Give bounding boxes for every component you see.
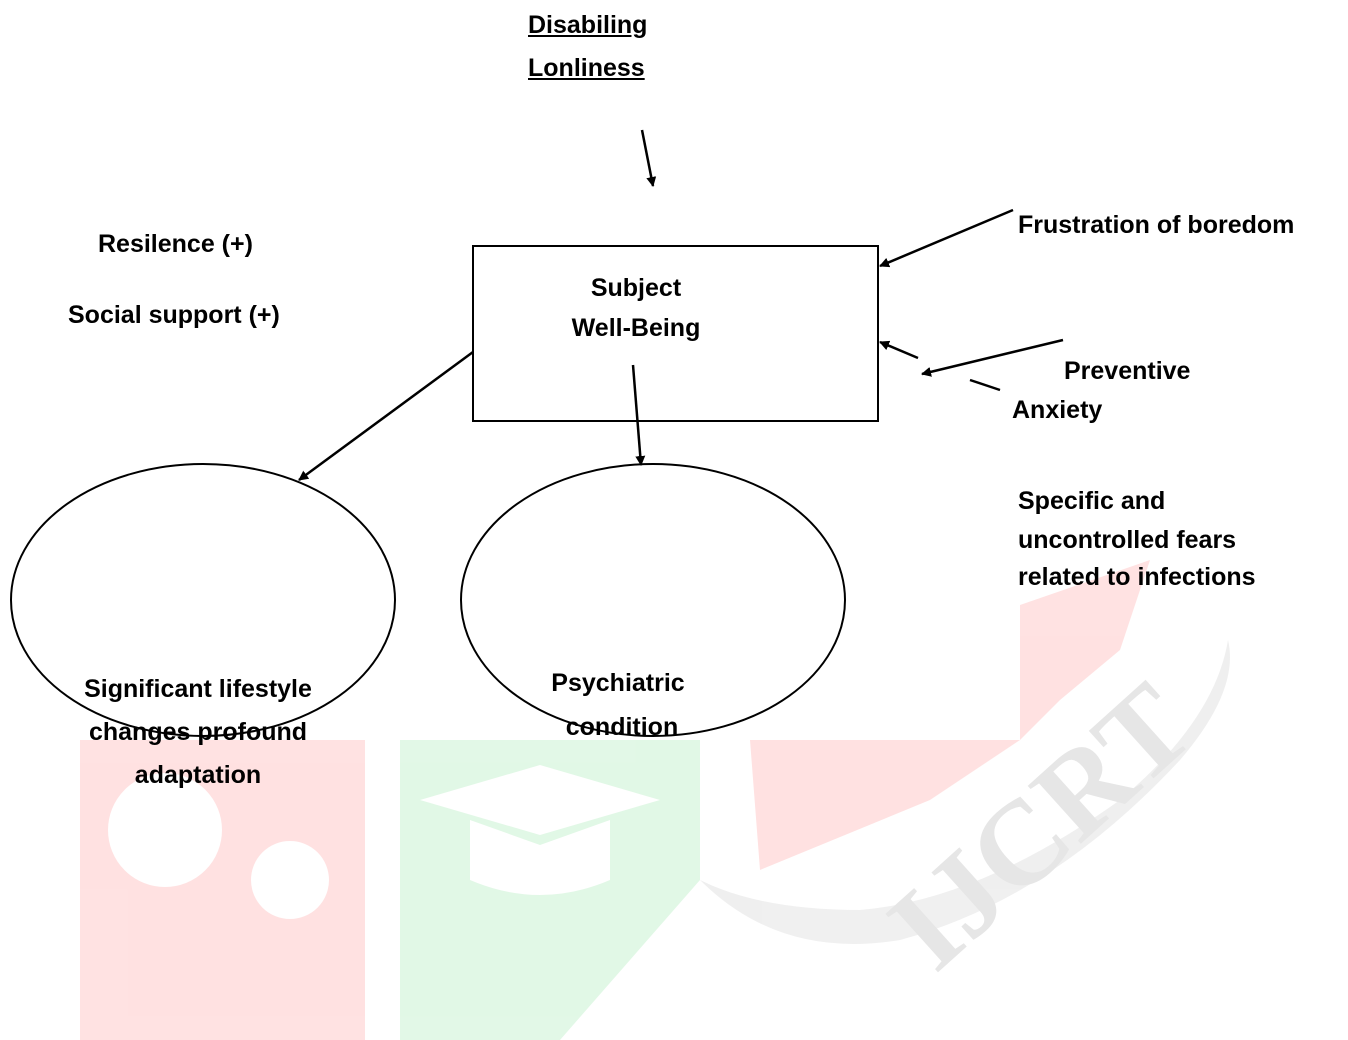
label-fears-line-2: uncontrolled fears bbox=[1018, 526, 1237, 554]
ellipse-left-line-3: adaptation bbox=[134, 761, 262, 789]
watermark-red-panel bbox=[80, 740, 365, 1040]
arrow-box-to-psychiatric bbox=[631, 364, 646, 466]
label-loneliness: Lonliness bbox=[528, 54, 645, 82]
label-fears-line-1: Specific and bbox=[1018, 487, 1166, 515]
label-preventive: Preventive bbox=[1064, 357, 1191, 385]
ellipse-lifestyle-changes bbox=[10, 463, 396, 737]
label-disabling: Disabiling bbox=[528, 11, 648, 39]
ellipse-right-line-1: Psychiatric bbox=[551, 669, 685, 697]
watermark-green-panel bbox=[400, 740, 700, 1040]
label-resilience: Resilence (+) bbox=[98, 230, 253, 258]
arrow-loneliness-to-box bbox=[640, 129, 657, 187]
watermark-red-shield bbox=[750, 560, 1150, 870]
box-label-subject: Subject bbox=[590, 274, 682, 302]
watermark-swoosh bbox=[700, 640, 1230, 944]
ellipse-right-line-2: condition bbox=[565, 713, 679, 741]
gear-icon bbox=[108, 773, 222, 887]
label-anxiety: Anxiety bbox=[1012, 396, 1103, 424]
arrow-anxiety-dashed bbox=[879, 340, 919, 360]
label-fears-line-3: related to infections bbox=[1018, 563, 1256, 591]
label-frustration-of-boredom: Frustration of boredom bbox=[1018, 211, 1295, 239]
box-label-well-being: Well-Being bbox=[571, 314, 701, 342]
ellipse-left-line-1: Significant lifestyle bbox=[84, 675, 312, 703]
arrow-box-to-lifestyle bbox=[298, 350, 474, 482]
arrow-preventive-to-box bbox=[921, 338, 1064, 377]
arrow-anxiety-dash-tail bbox=[969, 378, 1001, 392]
subject-well-being-box bbox=[472, 245, 879, 422]
gear-icon bbox=[251, 841, 329, 919]
ellipse-left-line-2: changes profound bbox=[88, 718, 308, 746]
arrow-frustration-to-box bbox=[879, 208, 1014, 268]
label-social-support: Social support (+) bbox=[68, 301, 280, 329]
ellipse-psychiatric-condition bbox=[460, 463, 846, 737]
graduation-cap-icon bbox=[420, 765, 660, 895]
